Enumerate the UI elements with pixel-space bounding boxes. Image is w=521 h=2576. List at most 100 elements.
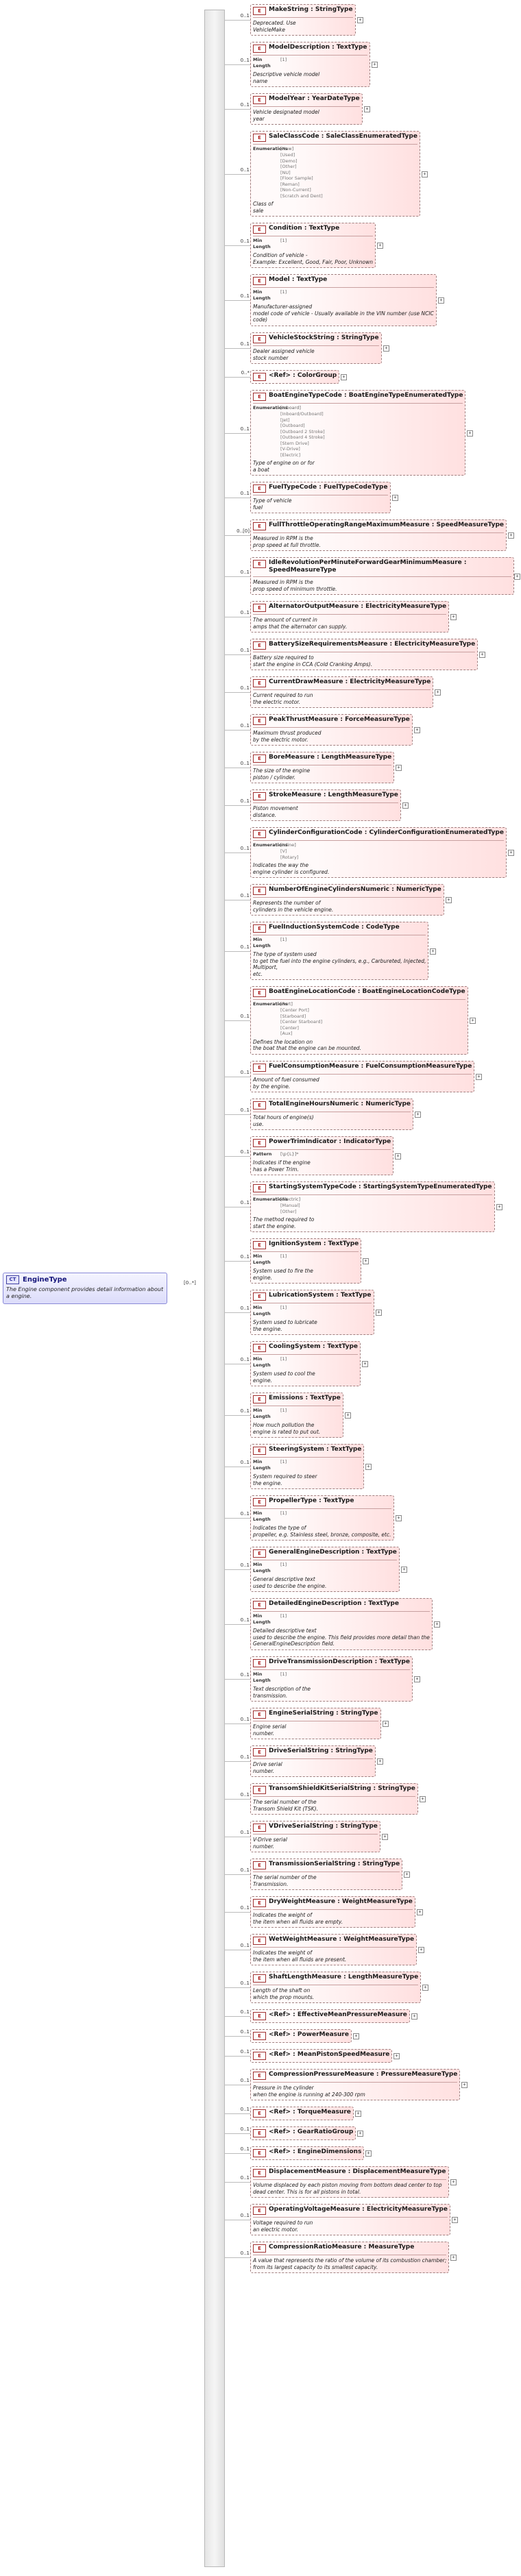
expand-icon[interactable]: + [467, 430, 473, 437]
expand-icon[interactable]: + [415, 1112, 421, 1118]
expand-icon[interactable]: + [470, 1018, 476, 1024]
expand-icon[interactable]: + [362, 1361, 368, 1367]
expand-icon[interactable]: + [401, 1567, 407, 1573]
expand-icon[interactable]: + [414, 1676, 420, 1682]
expand-icon[interactable]: + [434, 1621, 440, 1628]
expand-icon[interactable]: + [430, 948, 436, 955]
expand-icon[interactable]: + [446, 897, 452, 903]
expand-icon[interactable]: + [355, 2111, 361, 2117]
expand-icon[interactable]: + [438, 297, 444, 304]
expand-icon[interactable]: + [404, 1872, 410, 1878]
expand-icon[interactable]: + [357, 17, 363, 23]
expand-icon[interactable]: + [363, 1258, 369, 1264]
expand-icon[interactable]: + [417, 1909, 423, 1915]
expand-icon[interactable]: + [365, 1464, 372, 1470]
element-ref-box[interactable]: E<Ref> : GearRatioGroup [250, 2126, 356, 2140]
expand-icon[interactable]: + [414, 727, 420, 733]
element-ref-box[interactable]: E<Ref> : ColorGroup [250, 370, 340, 384]
expand-icon[interactable]: + [452, 2217, 458, 2223]
expand-icon[interactable]: + [496, 1204, 502, 1210]
expand-icon[interactable]: + [392, 495, 398, 501]
expand-icon[interactable]: + [450, 2255, 457, 2261]
expand-icon[interactable]: + [476, 1074, 482, 1080]
expand-icon[interactable]: + [402, 802, 409, 809]
expand-icon[interactable]: + [372, 62, 378, 68]
expand-icon[interactable]: + [411, 2013, 417, 2020]
expand-icon[interactable]: + [341, 374, 347, 380]
expand-icon[interactable]: + [422, 1985, 428, 1991]
expand-icon[interactable]: + [364, 106, 370, 112]
expand-icon[interactable]: + [357, 2131, 363, 2137]
expand-icon[interactable]: + [420, 1796, 426, 1802]
expand-icon[interactable]: + [479, 652, 485, 658]
expand-icon[interactable]: + [508, 532, 514, 539]
expand-icon[interactable]: + [353, 2033, 359, 2039]
expand-icon[interactable]: + [514, 574, 520, 580]
element-ref-box[interactable]: E<Ref> : TorqueMeasure [250, 2107, 354, 2120]
expand-icon[interactable]: + [395, 1153, 401, 1160]
element-ref-box[interactable]: E<Ref> : EffectiveMeanPressureMeasure [250, 2009, 410, 2023]
element-ref-box[interactable]: E<Ref> : MeanPistonSpeedMeasure [250, 2049, 393, 2063]
expand-icon[interactable]: + [393, 2053, 400, 2059]
expand-icon[interactable]: + [435, 689, 441, 696]
expand-icon[interactable]: + [396, 765, 402, 771]
expand-icon[interactable]: + [383, 345, 389, 352]
expand-icon[interactable]: + [345, 1412, 351, 1419]
expand-icon[interactable]: + [377, 1758, 383, 1765]
expand-icon[interactable]: + [450, 2179, 457, 2185]
expand-icon[interactable]: + [461, 2082, 468, 2088]
expand-icon[interactable]: + [418, 1947, 424, 1953]
expand-icon[interactable]: + [383, 1721, 389, 1727]
element-ref-box[interactable]: E<Ref> : PowerMeasure [250, 2029, 352, 2043]
expand-icon[interactable]: + [450, 614, 457, 620]
expand-icon[interactable]: + [382, 1834, 388, 1840]
expand-icon[interactable]: + [376, 1310, 382, 1316]
expand-icon[interactable]: + [422, 171, 428, 177]
element-ref-box[interactable]: E<Ref> : EngineDimensions [250, 2146, 365, 2160]
root-element-box[interactable]: CT EngineType The Engine component provi… [3, 1273, 167, 1304]
expand-icon[interactable]: + [377, 243, 383, 249]
